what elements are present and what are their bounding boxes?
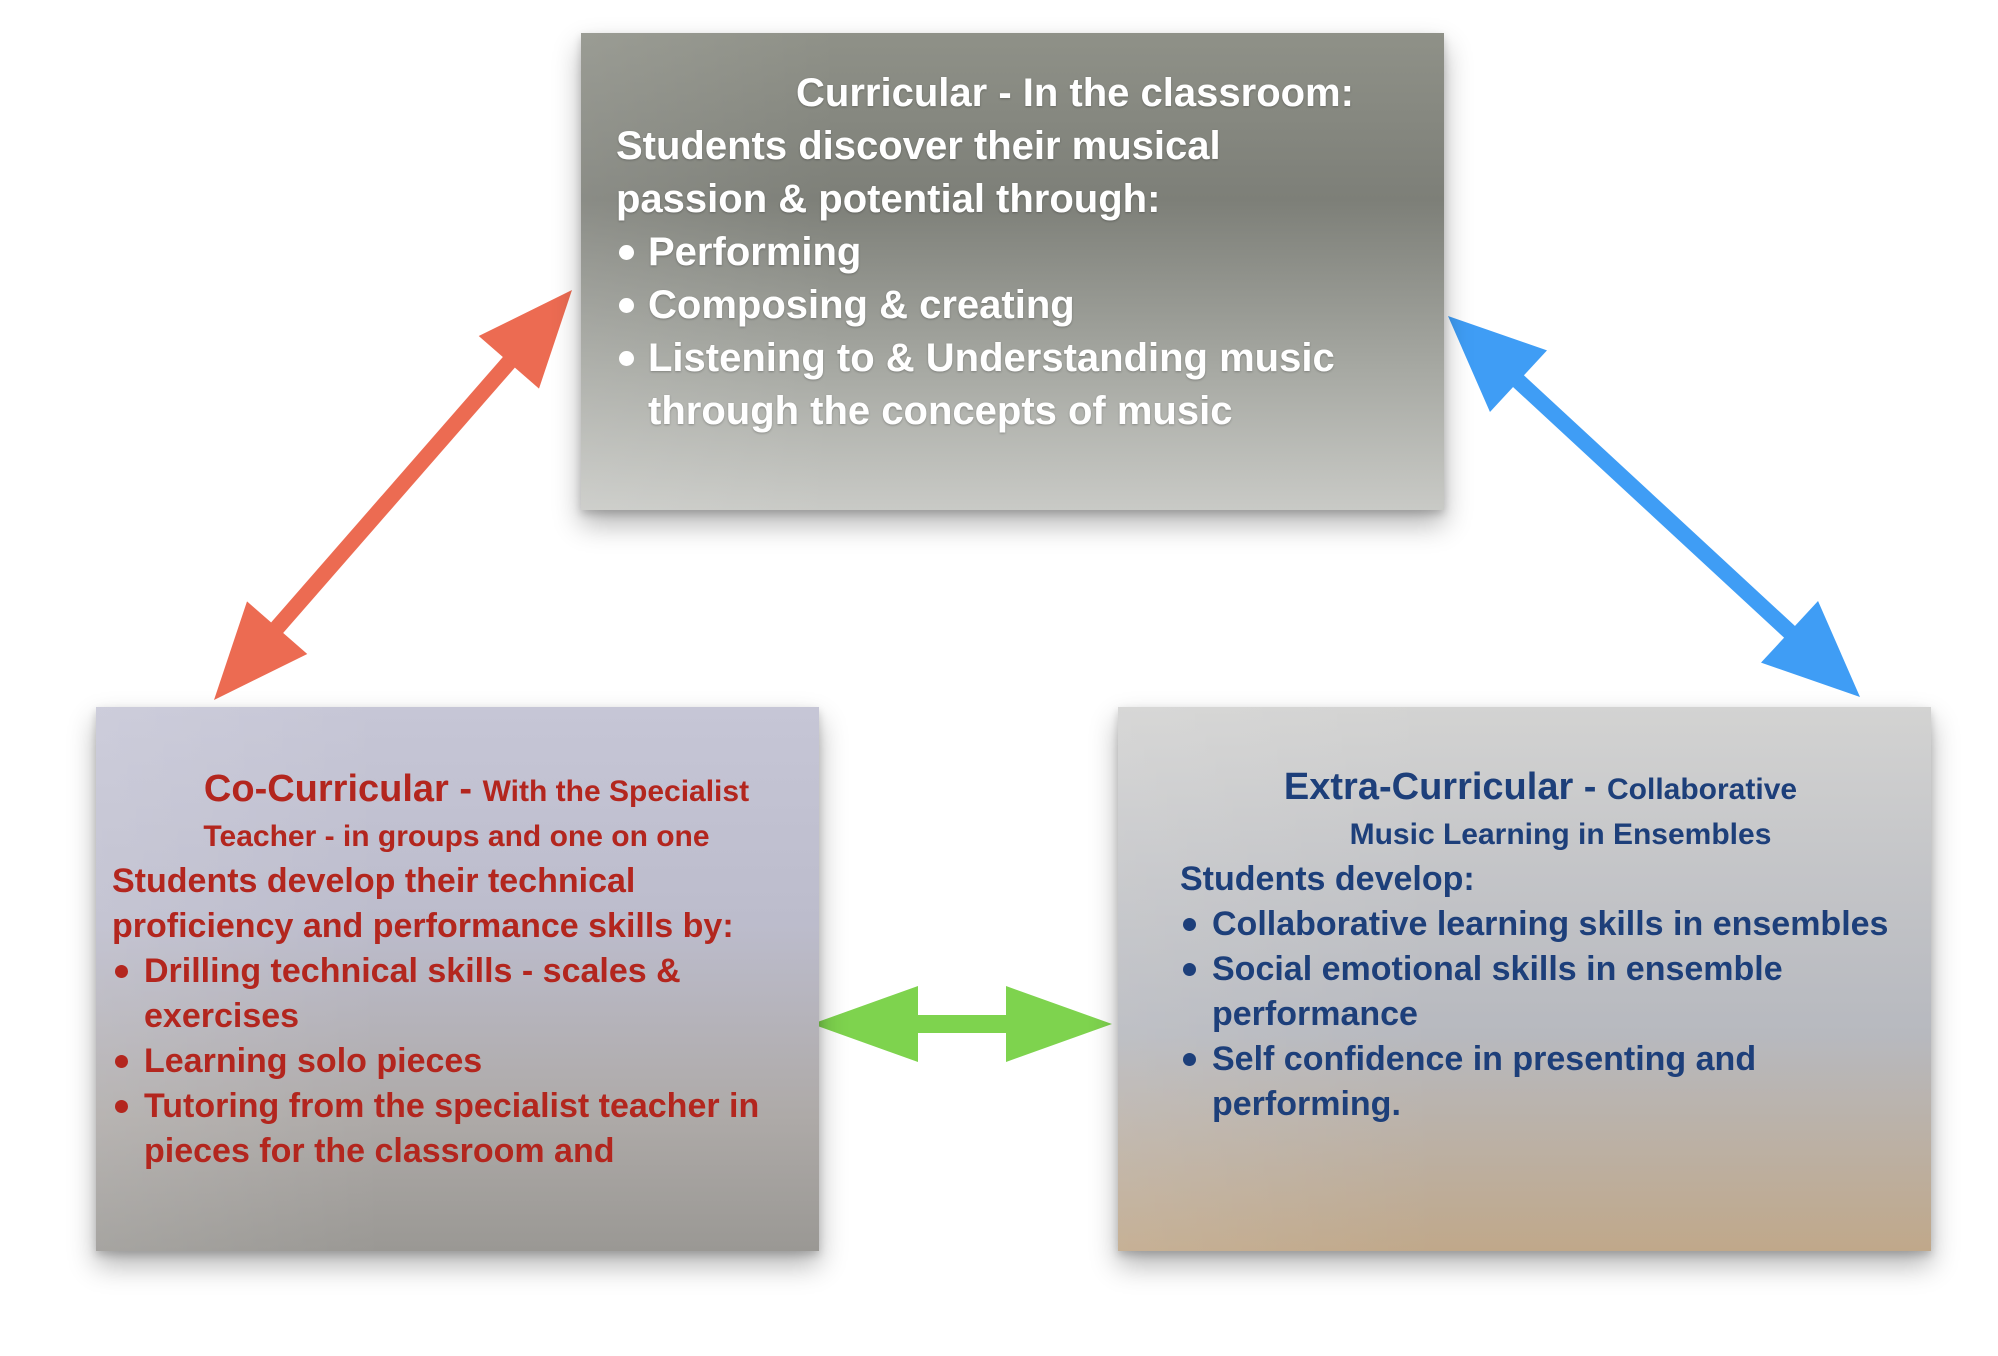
curricular-list: Performing Composing & creating Listenin… [616,226,1414,438]
curricular-panel: Curricular - In the classroom: Students … [581,33,1444,510]
co-curricular-extra-curricular-arrow [812,986,1112,1062]
list-item: Drilling technical skills - scales & exe… [112,949,801,1039]
arrow-head-end [1006,986,1112,1062]
co-curricular-list: Drilling technical skills - scales & exe… [112,949,801,1174]
list-item: Learning solo pieces [112,1039,801,1084]
curricular-title: Curricular - In the classroom: [796,71,1354,115]
arrow-head-start [812,986,918,1062]
list-item: Tutoring from the specialist teacher in … [112,1084,801,1174]
list-item: Social emotional skills in ensemble perf… [1180,947,1911,1037]
co-curricular-title-sub2: Teacher - in groups and one on one [203,820,710,853]
list-item: Collaborative learning skills in ensembl… [1180,902,1911,947]
extra-curricular-intro: Students develop: [1180,860,1475,898]
list-item: Listening to & Understanding music throu… [616,332,1414,438]
curricular-intro-line2: passion & potential through: [616,177,1161,221]
arrow-head-start [478,290,572,389]
extra-curricular-title-main: Extra-Curricular - [1283,766,1608,808]
extra-curricular-list: Collaborative learning skills in ensembl… [1180,902,1911,1127]
list-item: Self confidence in presenting and perfor… [1180,1037,1911,1127]
extra-curricular-content: Extra-Curricular - Collaborative Music L… [1118,707,1931,1251]
extra-curricular-title: Extra-Curricular - Collaborative [1180,765,1911,812]
list-item: Composing & creating [616,279,1414,332]
curricular-intro-line1: Students discover their musical [616,124,1221,168]
arrow-head-end [214,601,308,700]
arrow-shaft [258,342,528,648]
arrow-head-start [1448,316,1547,413]
extra-curricular-panel: Extra-Curricular - Collaborative Music L… [1118,707,1931,1251]
orchestra-photo-background [1118,707,1931,1251]
co-curricular-title-main: Co-Curricular - [203,768,483,810]
string-group-photo-background [96,707,819,1251]
curricular-content: Curricular - In the classroom: Students … [581,33,1444,510]
co-curricular-content: Co-Curricular - With the Specialist Teac… [96,707,819,1251]
co-curricular-title-sub1: With the Specialist [482,775,750,808]
arrow-head-end [1761,600,1860,697]
extra-curricular-title-sub2: Music Learning in Ensembles [1349,818,1772,851]
arrow-shaft [1498,362,1810,651]
co-curricular-intro: Students develop their technical profici… [112,862,734,945]
co-curricular-panel: Co-Curricular - With the Specialist Teac… [96,707,819,1251]
extra-curricular-title-sub1: Collaborative [1607,773,1798,806]
curricular-extra-curricular-arrow [1448,316,1860,697]
curricular-co-curricular-arrow [214,290,572,700]
list-item: Performing [616,226,1414,279]
classroom-photo-background [581,33,1444,510]
co-curricular-title: Co-Curricular - With the Specialist [112,767,801,814]
arrow-shaft [896,1015,1028,1033]
